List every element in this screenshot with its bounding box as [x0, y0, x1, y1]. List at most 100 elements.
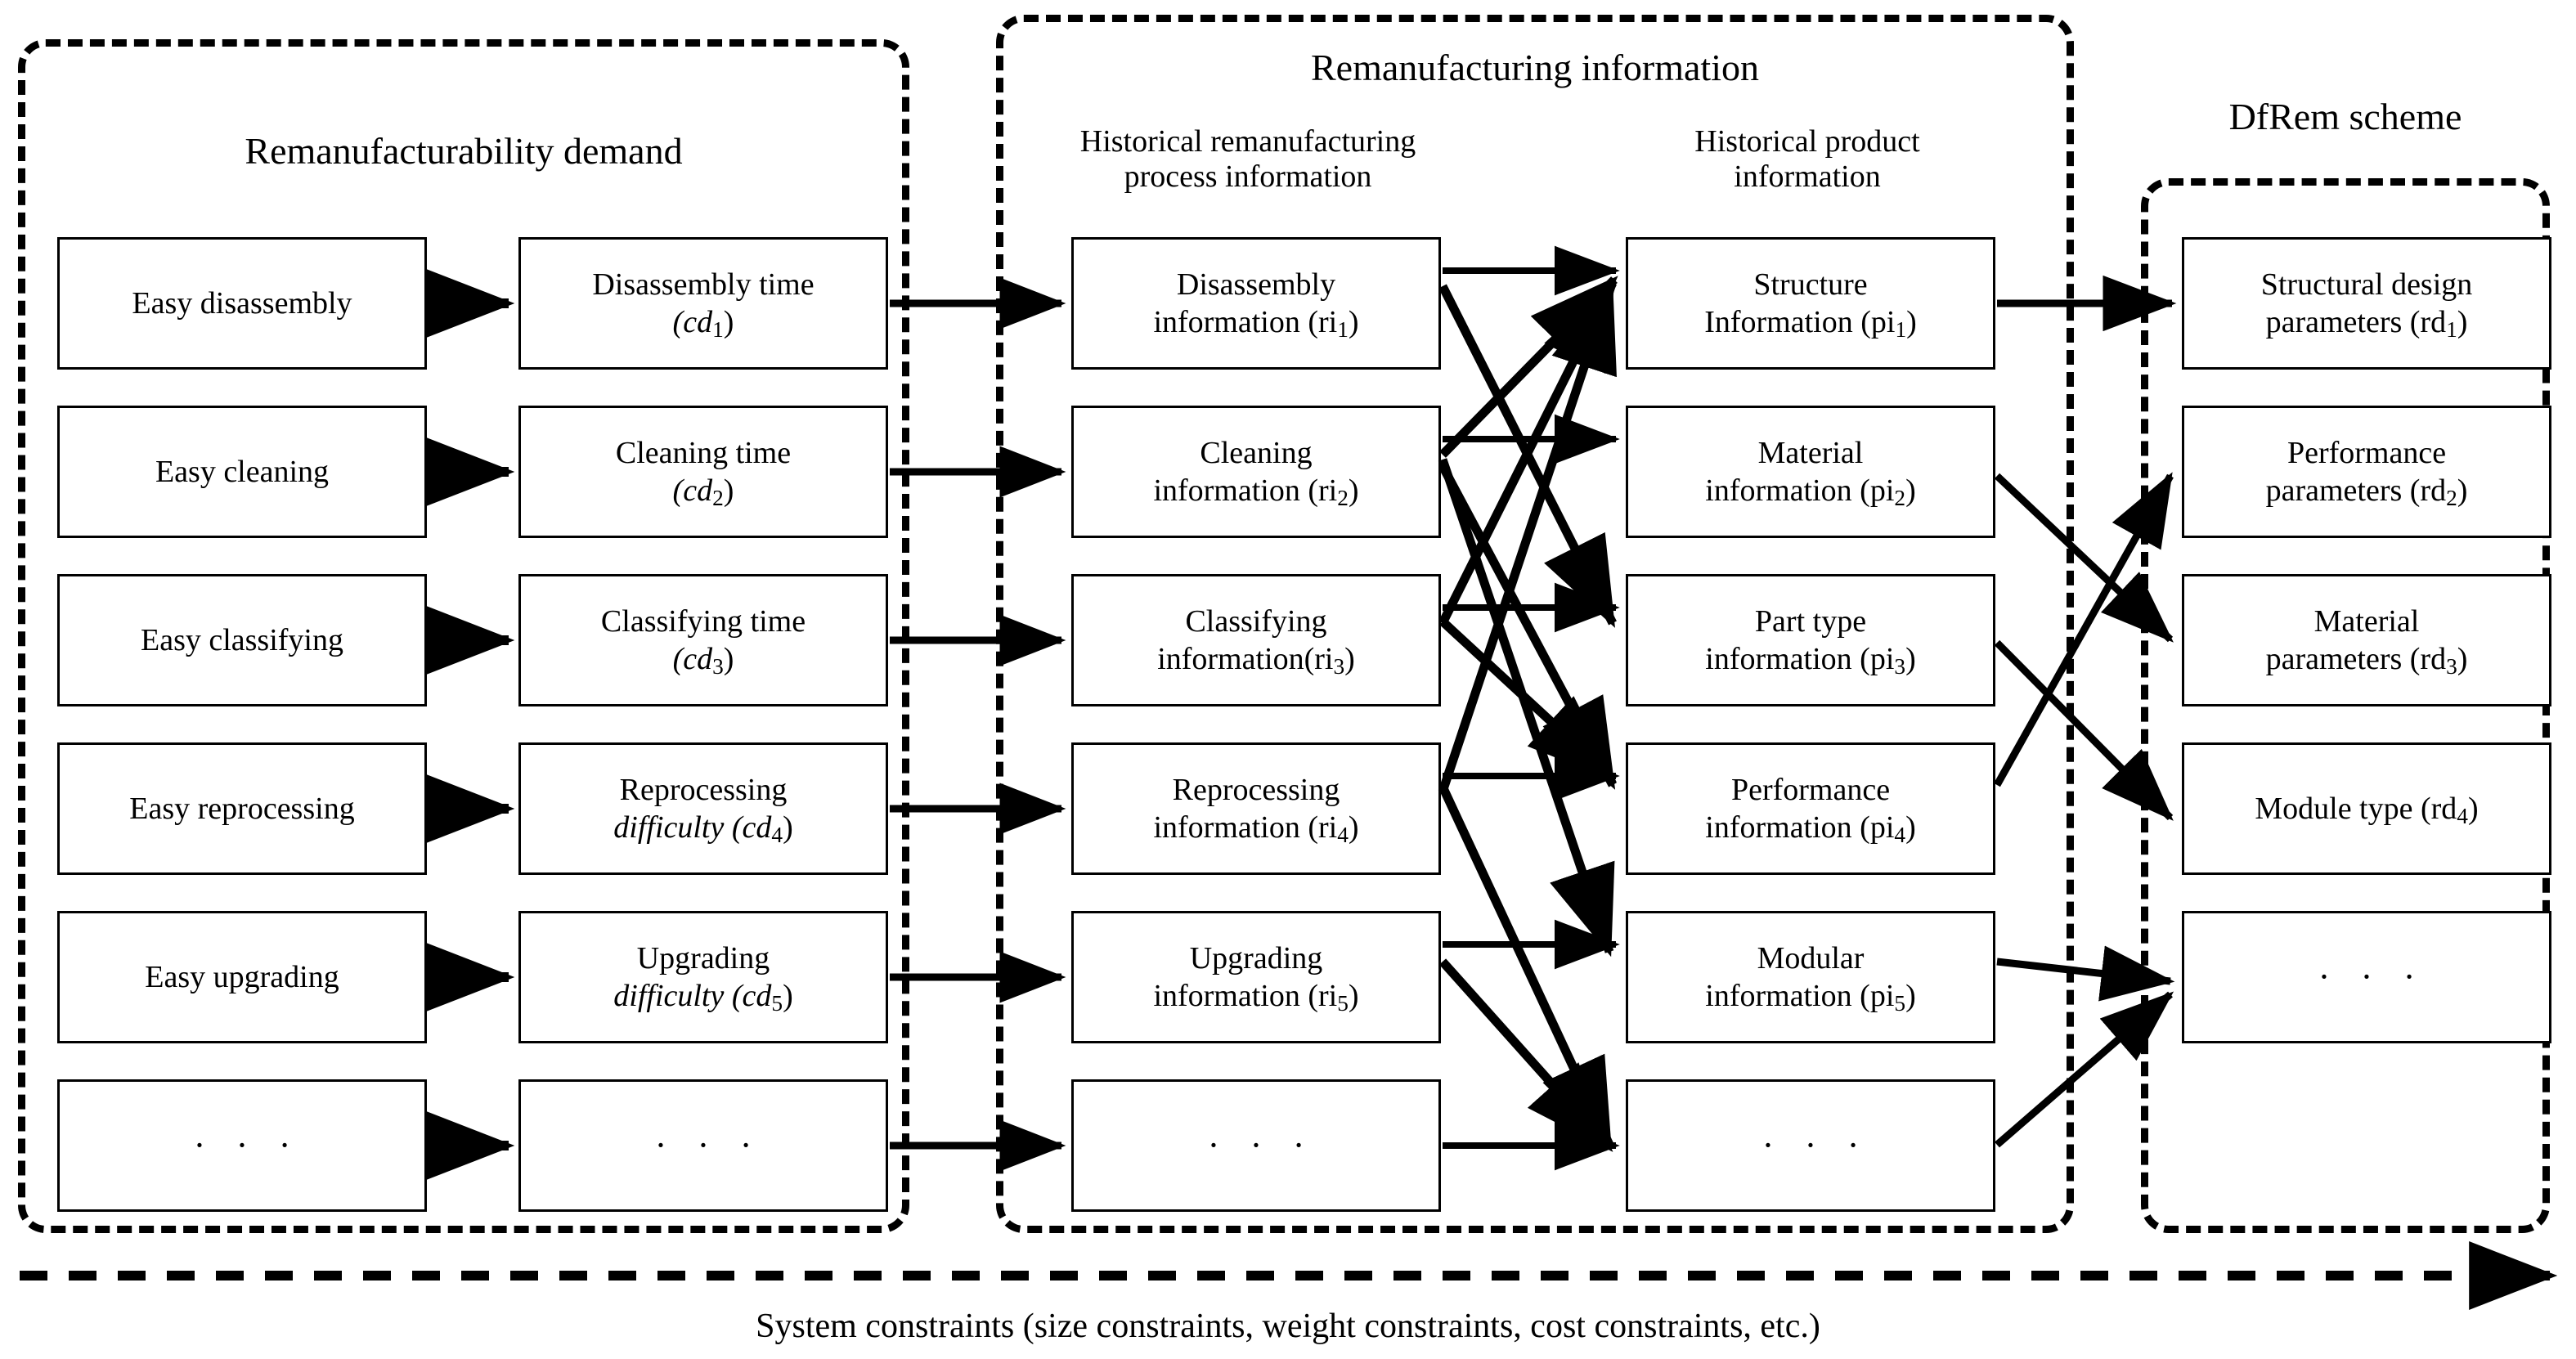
node-label-line1: Upgrading: [636, 940, 770, 976]
node-label-line2: (cd1): [672, 305, 734, 343]
column-title-line-1: Historical remanufacturing: [1079, 124, 1416, 159]
group-title-remanufacturability-demand: Remanufacturability demand: [245, 130, 683, 172]
node-label-line2: parameters (rd3): [2265, 642, 2468, 680]
node-label-line1: Performance: [2287, 435, 2447, 470]
node-label-line1: Reprocessing: [1172, 772, 1340, 807]
node-label-line2: information (ri1): [1153, 305, 1359, 343]
group-title-remanufacturing-information: Remanufacturing information: [1310, 47, 1759, 88]
node-label-line2: information (pi5): [1705, 979, 1916, 1016]
node-label: Easy disassembly: [132, 285, 352, 321]
node-scheme-4[interactable]: · · ·: [2182, 911, 2551, 1043]
node-label-line2: Information (pi1): [1704, 305, 1917, 343]
column-title-historical-product-information: Historical product information: [1595, 124, 2020, 195]
node-demand-5[interactable]: · · ·: [57, 1079, 427, 1212]
node-demand-3[interactable]: Easy reprocessing: [57, 742, 427, 875]
node-label-line1: Part type: [1754, 603, 1867, 639]
node-process-info-5[interactable]: · · ·: [1071, 1079, 1441, 1212]
node-label: Module type (rd4): [2255, 791, 2479, 828]
node-label-line1: Structural design: [2260, 267, 2473, 302]
group-title-dfrem-scheme: DfRem scheme: [2228, 96, 2462, 137]
node-label: Easy cleaning: [155, 454, 330, 489]
node-label-line2: information (pi3): [1705, 642, 1916, 680]
node-demand-1[interactable]: Easy cleaning: [57, 406, 427, 538]
node-label-line2: difficulty (cd5): [613, 979, 793, 1016]
node-criteria-5[interactable]: · · ·: [518, 1079, 888, 1212]
node-label-line1: Classifying time: [600, 603, 806, 639]
node-label-line1: Disassembly time: [592, 267, 815, 302]
node-ellipsis: · · ·: [1207, 1125, 1316, 1166]
node-criteria-0[interactable]: Disassembly time(cd1): [518, 237, 888, 370]
node-ellipsis: · · ·: [2318, 957, 2426, 998]
node-label: Easy reprocessing: [129, 791, 355, 826]
node-scheme-3[interactable]: Module type (rd4): [2182, 742, 2551, 875]
node-label: Easy classifying: [140, 622, 343, 657]
node-label-line2: parameters (rd1): [2265, 305, 2468, 343]
node-label-line2: information (ri5): [1153, 979, 1359, 1016]
group-box-remanufacturability-demand: [18, 39, 909, 1233]
node-label-line1: Disassembly: [1176, 267, 1336, 302]
node-label-line2: information (pi4): [1705, 810, 1916, 848]
node-label: Classifying time(cd3): [601, 603, 806, 679]
node-criteria-2[interactable]: Classifying time(cd3): [518, 574, 888, 706]
node-demand-2[interactable]: Easy classifying: [57, 574, 427, 706]
node-ellipsis: · · ·: [1761, 1125, 1870, 1166]
node-label-line1: Performance: [1730, 772, 1891, 807]
node-label-line1: Upgrading: [1189, 940, 1323, 976]
node-ellipsis: · · ·: [193, 1125, 302, 1166]
node-label-line1: Modular: [1757, 940, 1865, 976]
system-constraints-caption: System constraints (size constraints, we…: [756, 1307, 1820, 1345]
node-label-line2: information (ri2): [1153, 473, 1359, 511]
column-title-historical-process-information: Historical remanufacturing process infor…: [1011, 124, 1485, 195]
node-label-line1: Material: [1757, 435, 1864, 470]
node-label: Disassembly time(cd1): [592, 266, 814, 342]
column-title-line-2: process information: [1124, 159, 1372, 195]
node-label-line1: Cleaning: [1200, 435, 1313, 470]
node-label-line2: difficulty (cd4): [613, 810, 793, 848]
node-label-line1: Cleaning time: [615, 435, 792, 470]
node-label-line2: (cd2): [672, 473, 734, 511]
node-criteria-1[interactable]: Cleaning time(cd2): [518, 406, 888, 538]
node-label-line2: (cd3): [672, 642, 734, 680]
node-product-info-5[interactable]: · · ·: [1626, 1079, 1995, 1212]
node-label-line1: Structure: [1753, 267, 1868, 302]
node-label-line2: information (ri4): [1153, 810, 1359, 848]
node-label-line2: information (pi2): [1705, 473, 1916, 511]
node-demand-0[interactable]: Easy disassembly: [57, 237, 427, 370]
node-label-line1: Classifying: [1185, 603, 1327, 639]
node-label: Easy upgrading: [145, 959, 339, 994]
node-label-line1: Reprocessing: [619, 772, 788, 807]
node-demand-4[interactable]: Easy upgrading: [57, 911, 427, 1043]
node-label-line2: parameters (rd2): [2265, 473, 2468, 511]
